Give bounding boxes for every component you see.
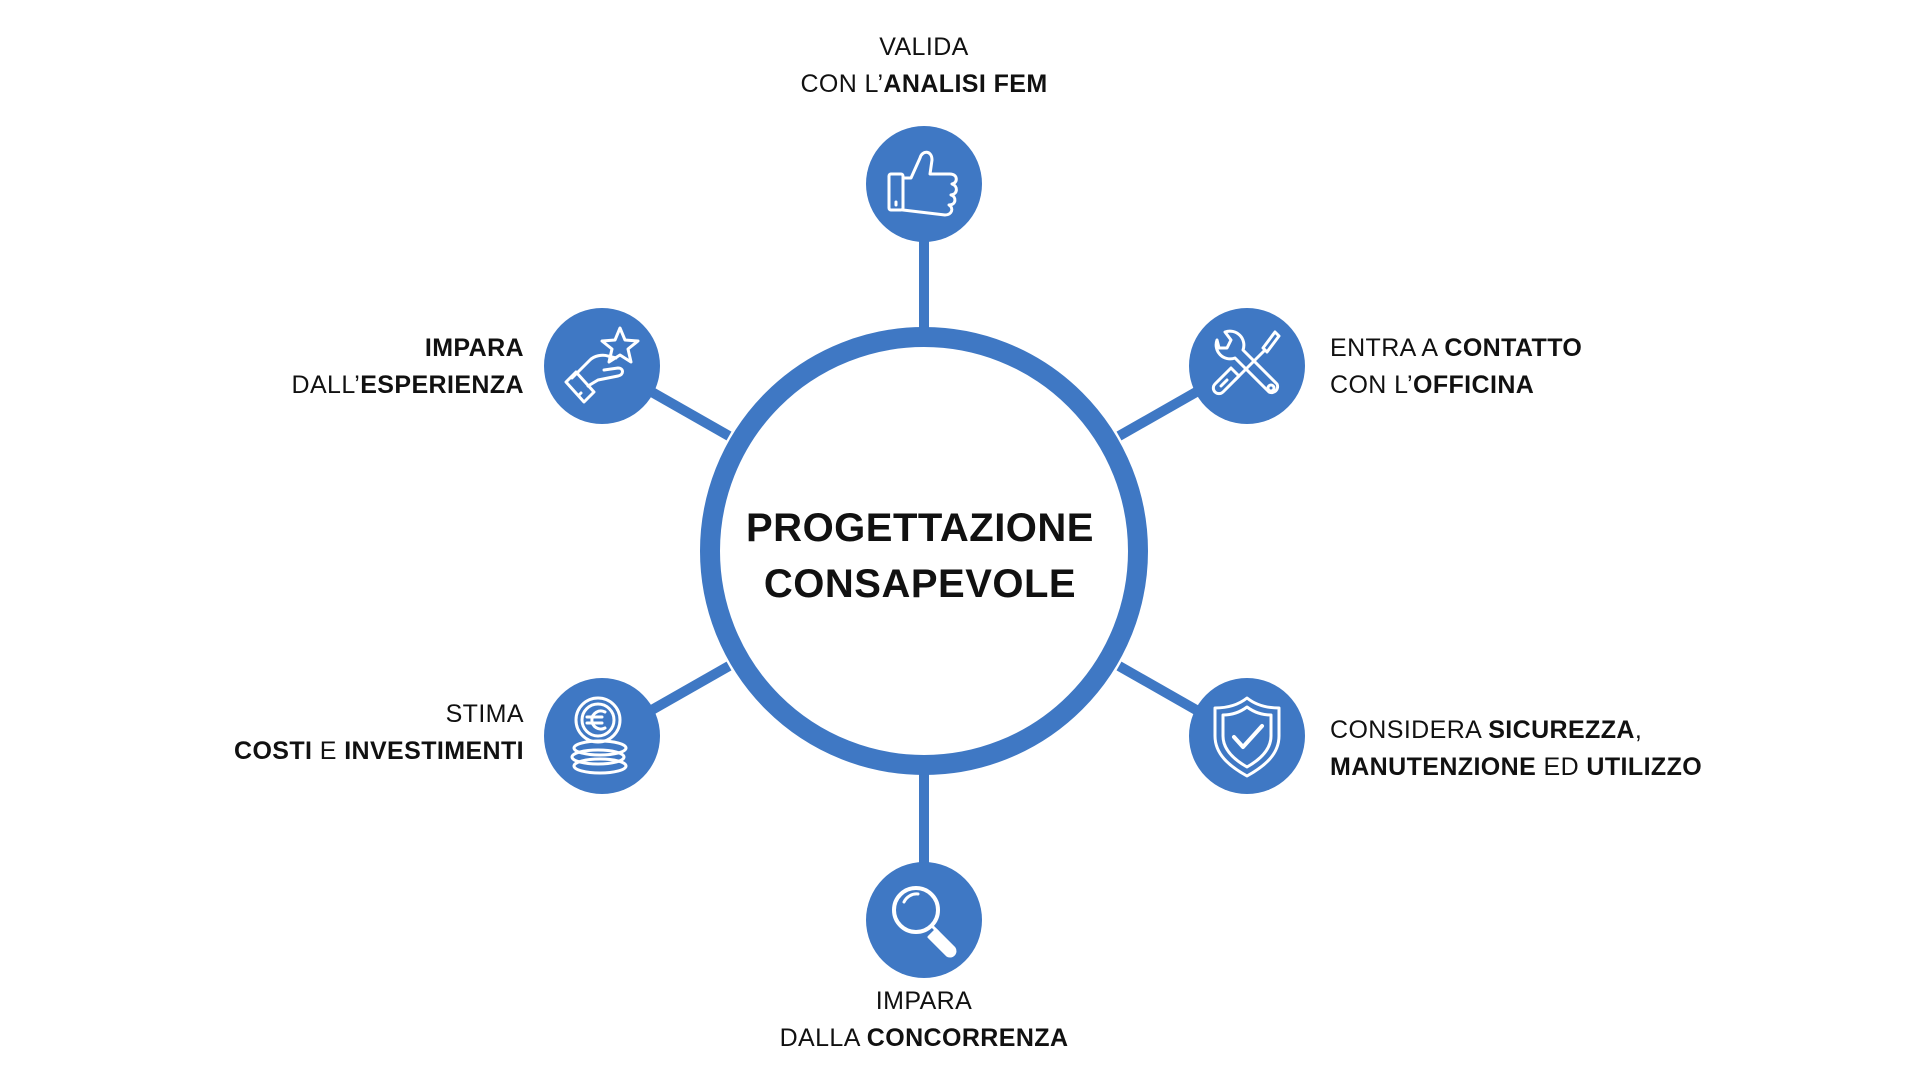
- label-text: E: [312, 737, 345, 765]
- label-bottom: IMPARA DALLA CONCORRENZA: [674, 983, 1174, 1057]
- label-line: CON L’ANALISI FEM: [724, 66, 1124, 103]
- label-text: CONSIDERA: [1330, 716, 1489, 744]
- label-top: VALIDA CON L’ANALISI FEM: [724, 29, 1124, 103]
- label-line: VALIDA: [724, 29, 1124, 66]
- label-text: CON L’: [800, 70, 884, 98]
- label-text: VALIDA: [879, 33, 969, 61]
- label-bold-text: INVESTIMENTI: [344, 737, 524, 765]
- node-circle-top: [866, 126, 982, 242]
- hub-title-line-2: CONSAPEVOLE: [763, 562, 1077, 606]
- connector-upper-right: [1116, 386, 1201, 441]
- hub-title-line-1: PROGETTAZIONE: [746, 506, 1094, 550]
- label-bold-text: CONCORRENZA: [866, 1024, 1069, 1052]
- label-text: ED: [1536, 753, 1587, 781]
- connector-lower-right: [1116, 661, 1201, 716]
- label-bold-text: CONTATTO: [1444, 334, 1583, 362]
- label-line: MANUTENZIONE ED UTILIZZO: [1330, 749, 1850, 786]
- label-upper-left: IMPARA DALL’ESPERIENZA: [120, 330, 524, 404]
- label-lower-left: STIMA COSTI E INVESTIMENTI: [80, 696, 524, 770]
- node-circle-upper-left: [544, 308, 660, 424]
- label-bold-text: SICUREZZA: [1488, 716, 1635, 744]
- label-bold-text: UTILIZZO: [1586, 753, 1703, 781]
- label-text: DALL’: [291, 371, 361, 399]
- label-line: COSTI E INVESTIMENTI: [80, 733, 524, 770]
- node-circle-lower-left: [544, 678, 660, 794]
- label-line: IMPARA: [120, 330, 524, 367]
- label-line: ENTRA A CONTATTO: [1330, 330, 1790, 367]
- connectors: [647, 238, 1201, 865]
- label-text: ENTRA A: [1330, 334, 1445, 362]
- label-text: CON L’: [1330, 371, 1413, 399]
- label-line: DALLA CONCORRENZA: [674, 1020, 1174, 1057]
- node-circle-bottom: [866, 862, 982, 978]
- connector-upper-left: [647, 386, 732, 441]
- node-circle-upper-right: [1189, 308, 1305, 424]
- label-line: CONSIDERA SICUREZZA,: [1330, 712, 1850, 749]
- label-line: CON L’OFFICINA: [1330, 367, 1790, 404]
- node-circle-lower-right: [1189, 678, 1305, 794]
- label-text: STIMA: [445, 700, 524, 728]
- label-bold-text: COSTI: [234, 737, 313, 765]
- label-line: STIMA: [80, 696, 524, 733]
- label-bold-text: IMPARA: [424, 334, 524, 362]
- label-lower-right: CONSIDERA SICUREZZA,MANUTENZIONE ED UTIL…: [1330, 712, 1850, 786]
- label-bold-text: ESPERIENZA: [360, 371, 524, 399]
- label-text: DALLA: [779, 1024, 867, 1052]
- hub-circle: [700, 327, 1148, 775]
- connector-lower-left: [647, 661, 732, 716]
- label-line: DALL’ESPERIENZA: [120, 367, 524, 404]
- label-bold-text: MANUTENZIONE: [1330, 753, 1537, 781]
- label-text: IMPARA: [875, 987, 973, 1015]
- label-bold-text: ANALISI FEM: [883, 70, 1048, 98]
- label-line: IMPARA: [674, 983, 1174, 1020]
- label-text: ,: [1634, 716, 1643, 744]
- label-bold-text: OFFICINA: [1412, 371, 1535, 399]
- hub-title: PROGETTAZIONE CONSAPEVOLE: [700, 500, 1140, 612]
